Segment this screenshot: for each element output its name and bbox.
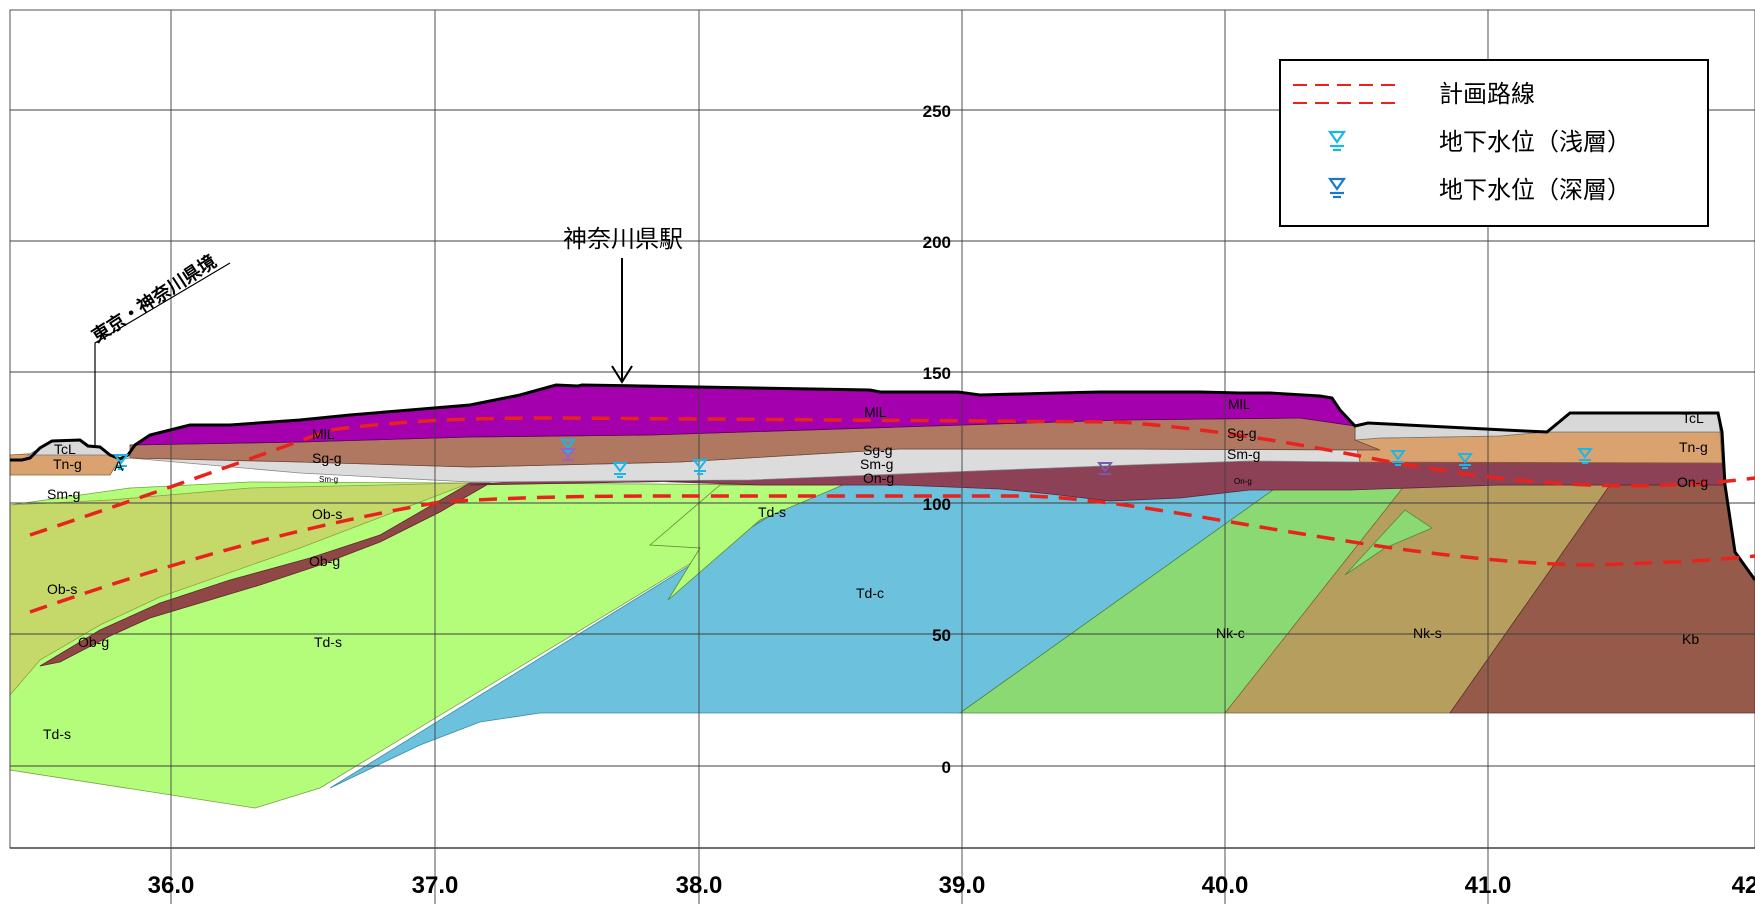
unit-label: A xyxy=(114,458,124,474)
elevation-label: 0 xyxy=(942,758,951,777)
unit-label: TcL xyxy=(1682,410,1704,426)
unit-label: MlL xyxy=(312,426,335,442)
unit-label: Sg-g xyxy=(863,442,893,458)
water-level-marker xyxy=(1457,453,1473,469)
water-level-marker xyxy=(1577,448,1593,464)
water-level-marker xyxy=(113,454,129,470)
unit-label: TcL xyxy=(54,441,76,457)
unit-label: Tn-g xyxy=(1679,439,1708,455)
legend-label: 地下水位（深層） xyxy=(1439,177,1631,204)
distance-label: 37.0 xyxy=(412,872,459,899)
elevation-label: 100 xyxy=(923,495,951,514)
distance-axis: 36.0 37.0 38.0 39.0 40.0 41.0 42 xyxy=(148,872,1755,899)
legend: 計画路線 地下水位（浅層） 地下水位（深層） xyxy=(1279,59,1709,227)
distance-label: 38.0 xyxy=(676,872,723,899)
distance-label: 39.0 xyxy=(939,872,986,899)
unit-label: Ob-g xyxy=(309,553,340,569)
water-shallow-icon xyxy=(1327,130,1347,152)
legend-item-shallow-water: 地下水位（浅層） xyxy=(1327,129,1631,156)
unit-label: MlL xyxy=(1228,396,1251,412)
distance-label: 36.0 xyxy=(148,872,195,899)
elevation-axis: 250 200 150 100 50 0 xyxy=(923,102,951,777)
unit-label: Ob-g xyxy=(78,634,109,650)
unit-label: MlL xyxy=(864,404,887,420)
elevation-label: 200 xyxy=(923,233,951,252)
unit-label: Nk-s xyxy=(1413,625,1442,641)
water-level-marker xyxy=(1097,462,1113,475)
grid xyxy=(9,9,1755,904)
unit-label: Nk-c xyxy=(1216,625,1245,641)
border-leader-line xyxy=(94,262,231,448)
unit-label: Ob-s xyxy=(312,506,342,522)
station-arrow-head xyxy=(611,365,633,384)
legend-item-route: 計画路線 xyxy=(1293,81,1535,108)
route-lower-track xyxy=(29,494,1755,614)
unit-label: Sm-g xyxy=(319,475,338,484)
planned-route xyxy=(29,416,1755,614)
unit-label: Sg-g xyxy=(312,450,342,466)
distance-label: 42 xyxy=(1732,872,1755,899)
geologic-layers xyxy=(9,384,1755,809)
unit-label: Ob-s xyxy=(47,581,77,597)
border-label: 東京・神奈川県境 xyxy=(88,250,220,346)
unit-label: On-g xyxy=(1677,474,1708,490)
station-annotation: 神奈川県駅 xyxy=(563,226,683,384)
unit-label: Sm-g xyxy=(47,486,80,502)
elevation-label: 150 xyxy=(923,364,951,383)
unit-label: Kb xyxy=(1682,631,1699,647)
water-level-marker xyxy=(612,462,628,478)
station-label: 神奈川県駅 xyxy=(563,226,683,253)
distance-label: 40.0 xyxy=(1202,872,1249,899)
ground-surface xyxy=(10,383,1755,581)
unit-label: Td-c xyxy=(856,585,884,601)
legend-item-deep-water: 地下水位（深層） xyxy=(1327,177,1631,204)
water-level-marker xyxy=(1390,450,1406,466)
layer-obg xyxy=(39,482,492,667)
groundwater-markers xyxy=(113,439,1593,478)
unit-label: Sm-g xyxy=(1227,446,1260,462)
unit-label: Td-s xyxy=(314,634,342,650)
border-annotation: 東京・神奈川県境 xyxy=(88,250,231,448)
unit-label: On-g xyxy=(1234,477,1252,486)
water-deep-icon xyxy=(1327,177,1347,199)
distance-label: 41.0 xyxy=(1465,872,1512,899)
elevation-label: 250 xyxy=(923,102,951,121)
elevation-label: 50 xyxy=(932,626,951,645)
unit-label: Td-s xyxy=(758,504,786,520)
layer-labels: TcL Tn-g A Sm-g Ob-s Ob-g Td-s MlL Sg-g … xyxy=(43,396,1708,742)
water-level-marker xyxy=(692,459,708,475)
unit-label: On-g xyxy=(863,470,894,486)
unit-label: Sm-g xyxy=(860,456,893,472)
unit-label: Sg-g xyxy=(1227,425,1257,441)
legend-label: 計画路線 xyxy=(1439,81,1535,108)
water-level-marker xyxy=(560,448,576,461)
layer-obs xyxy=(9,482,471,697)
unit-label: Tn-g xyxy=(53,456,82,472)
legend-label: 地下水位（浅層） xyxy=(1439,129,1631,156)
unit-label: Td-s xyxy=(43,726,71,742)
legend-box xyxy=(1279,59,1709,227)
route-upper-track xyxy=(29,416,1755,537)
